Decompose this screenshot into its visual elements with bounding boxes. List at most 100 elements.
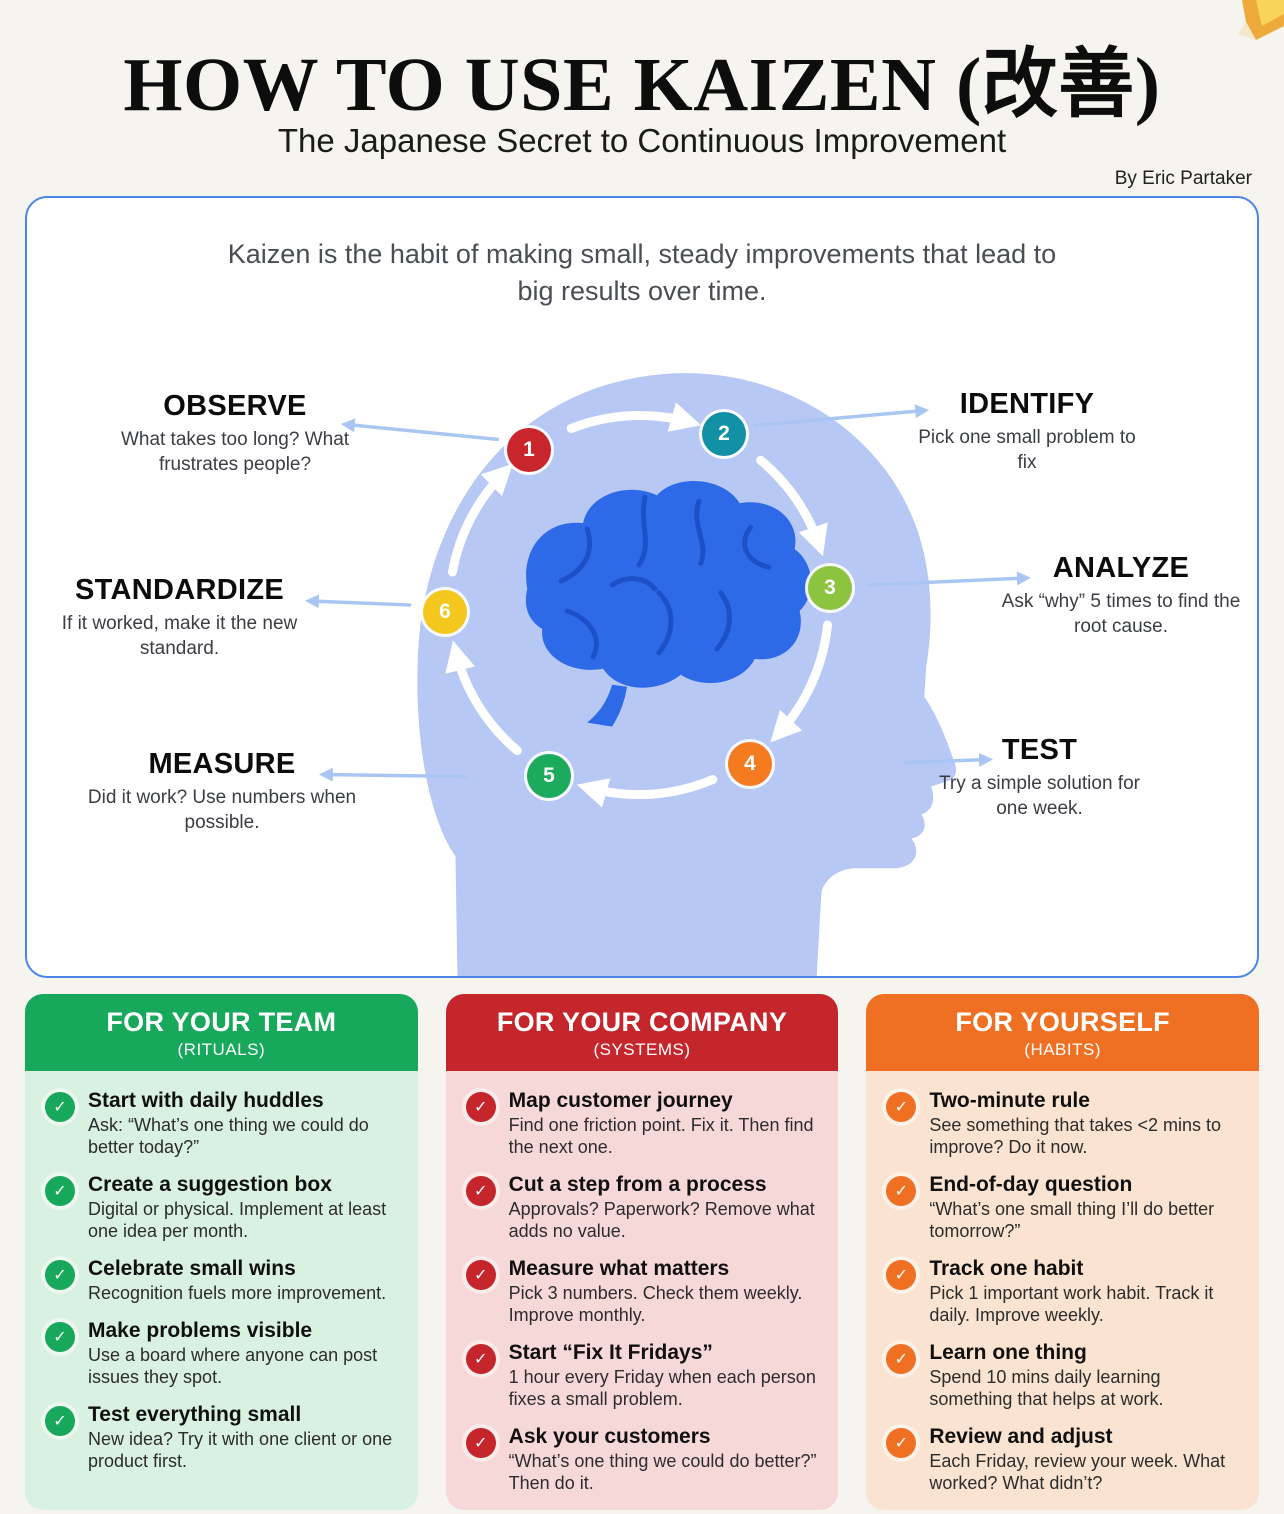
step-analyze-label: ANALYZE Ask “why” 5 times to find the ro… [992, 552, 1250, 639]
check-icon: ✓ [886, 1092, 917, 1122]
check-icon: ✓ [465, 1343, 496, 1374]
item-desc: Digital or physical. Implement at least … [88, 1198, 387, 1241]
check-icon: ✓ [886, 1427, 917, 1458]
item-title: Two-minute rule [929, 1089, 1090, 1112]
card-team: FOR YOUR TEAM (RITUALS) ✓ Start with dai… [25, 994, 418, 1510]
item-title: Start “Fix It Fridays” [508, 1340, 713, 1364]
item-title: Learn one thing [929, 1340, 1087, 1364]
step-identify-label: IDENTIFY Pick one small problem to fix [912, 388, 1142, 475]
cycle-arrows [445, 402, 833, 808]
item-desc: Find one friction point. Fix it. Then fi… [508, 1115, 814, 1157]
item-desc: Recognition fuels more improvement. [88, 1282, 387, 1303]
check-icon: ✓ [45, 1405, 75, 1436]
step-5-badge: 5 [527, 754, 571, 798]
card-team-subtitle: (RITUALS) [177, 1040, 266, 1059]
page-subtitle: The Japanese Secret to Continuous Improv… [277, 122, 1007, 159]
step-2-badge: 2 [702, 412, 746, 456]
item-title: Ask your customers [508, 1424, 711, 1448]
check-icon: ✓ [45, 1321, 75, 1352]
pointer-arrows [304, 404, 1031, 782]
step-observe-title: OBSERVE [163, 390, 307, 422]
application-cards: FOR YOUR TEAM (RITUALS) ✓ Start with dai… [25, 994, 1259, 1510]
item-title: Track one habit [929, 1256, 1084, 1280]
check-icon: ✓ [465, 1175, 496, 1206]
item-title: Cut a step from a process [508, 1172, 767, 1196]
check-icon: ✓ [465, 1427, 496, 1458]
card-self-subtitle: (HABITS) [1024, 1040, 1102, 1059]
step-1-number: 1 [523, 438, 535, 461]
check-icon: ✓ [886, 1259, 917, 1290]
step-observe-label: OBSERVE What takes too long? What frustr… [105, 390, 365, 477]
item-title: Start with daily huddles [88, 1089, 324, 1112]
check-icon: ✓ [45, 1092, 75, 1122]
step-2-number: 2 [718, 422, 730, 445]
item-title: Measure what matters [508, 1256, 730, 1280]
item-desc: “What’s one thing we could do better?” T… [508, 1450, 817, 1493]
step-analyze-desc: Ask “why” 5 times to find the root cause… [1001, 591, 1241, 637]
item-desc: Use a board where anyone can post issues… [88, 1344, 378, 1387]
item-desc: See something that takes <2 mins to impr… [929, 1115, 1221, 1157]
step-standardize-label: STANDARDIZE If it worked, make it the ne… [32, 574, 327, 661]
item-desc: Pick 1 important work habit. Track it da… [929, 1282, 1214, 1325]
cycle-diagram [304, 373, 1031, 976]
list-item: ✓ Start “Fix It Fridays”1 hour every Fri… [465, 1340, 819, 1411]
step-3-number: 3 [824, 576, 836, 599]
step-measure-desc: Did it work? Use numbers when possible. [87, 787, 357, 833]
card-company-subtitle: (SYSTEMS) [593, 1040, 691, 1059]
step-3-badge: 3 [808, 566, 852, 610]
item-title: Make problems visible [88, 1318, 313, 1342]
step-analyze-title: ANALYZE [1052, 552, 1190, 584]
item-title: End-of-day question [929, 1172, 1133, 1196]
item-title: Map customer journey [508, 1089, 733, 1112]
item-title: Test everything small [88, 1402, 302, 1426]
kaizen-cycle-panel: Kaizen is the habit of making small, ste… [25, 196, 1259, 978]
step-6-badge: 6 [423, 590, 467, 634]
card-team-title: FOR YOUR TEAM [106, 1007, 337, 1037]
item-desc: New idea? Try it with one client or one … [88, 1428, 393, 1471]
step-standardize-title: STANDARDIZE [75, 574, 284, 606]
item-title: Create a suggestion box [88, 1172, 332, 1196]
card-company-header: FOR YOUR COMPANY (SYSTEMS) [445, 994, 839, 1071]
intro-text: Kaizen is the habit of making small, ste… [227, 239, 1057, 307]
brain-icon [525, 480, 812, 727]
step-5-number: 5 [543, 764, 555, 787]
list-item: ✓ Ask your customers“What’s one thing we… [465, 1424, 819, 1495]
check-icon: ✓ [886, 1343, 917, 1374]
step-identify-desc: Pick one small problem to fix [918, 427, 1136, 473]
step-standardize-desc: If it worked, make it the new standard. [61, 613, 298, 659]
step-4-badge: 4 [728, 742, 772, 786]
check-icon: ✓ [465, 1092, 496, 1122]
item-desc: Each Friday, review your week. What work… [929, 1450, 1226, 1493]
step-test-desc: Try a simple solution for one week. [939, 773, 1140, 819]
step-test-label: TEST Try a simple solution for one week. [927, 734, 1152, 821]
list-item: ✓ End-of-day question“What’s one small t… [886, 1173, 1239, 1243]
item-desc: Pick 3 numbers. Check them weekly. Impro… [508, 1282, 803, 1325]
item-desc: Ask: “What’s one thing we could do bette… [88, 1115, 369, 1157]
step-1-badge: 1 [507, 428, 551, 472]
item-desc: Approvals? Paperwork? Remove what adds n… [508, 1198, 815, 1241]
card-self-title: FOR YOURSELF [955, 1007, 1170, 1037]
step-test-title: TEST [1001, 734, 1078, 766]
step-measure-label: MEASURE Did it work? Use numbers when po… [82, 748, 362, 835]
page-title: HOW TO USE KAIZEN (改善) [123, 43, 1161, 127]
item-desc: 1 hour every Friday when each person fix… [508, 1366, 816, 1409]
card-team-header: FOR YOUR TEAM (RITUALS) [25, 994, 418, 1071]
item-desc: “What’s one small thing I’ll do better t… [929, 1198, 1215, 1241]
check-icon: ✓ [45, 1175, 75, 1206]
step-6-number: 6 [439, 600, 451, 623]
pencil-decoration-icon [1212, 0, 1284, 62]
